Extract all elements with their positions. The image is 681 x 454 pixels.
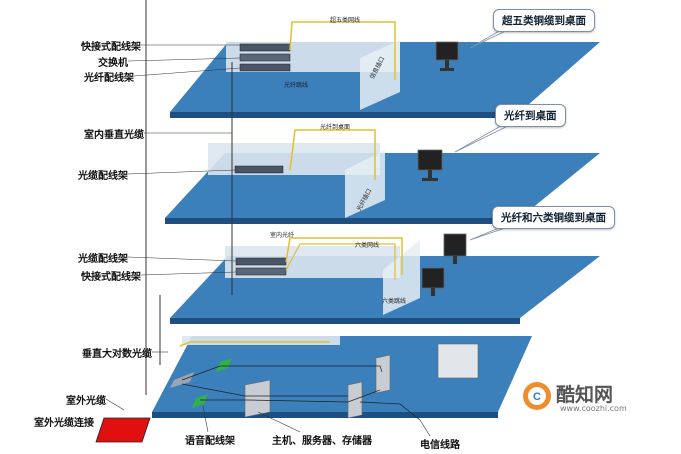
server-rack-2 <box>347 381 363 419</box>
voice-rack-2 <box>192 394 208 408</box>
label-fast-patch-3: 快接式配线架 <box>81 272 141 283</box>
monitor-3b <box>421 267 445 289</box>
tiny-cat5-cable: 超五类网线 <box>330 17 361 24</box>
label-fast-patch-top: 快接式配线架 <box>81 42 141 53</box>
ground-wall <box>182 336 340 345</box>
label-outdoor-cable: 室外光缆 <box>66 396 106 407</box>
ground-edge <box>152 412 498 418</box>
watermark-text: 酷知网 <box>556 384 614 406</box>
floor-3 <box>170 233 600 324</box>
ground-cable-d <box>200 389 381 403</box>
fiber-rack-2 <box>234 165 284 174</box>
label-switch: 交换机 <box>98 58 128 69</box>
ground-cable-a <box>179 341 330 347</box>
label-voice-rack: 语音配线架 <box>185 436 235 447</box>
label-servers: 主机、服务器、存储器 <box>272 436 372 447</box>
leader-lines <box>105 44 241 411</box>
label-telecom: 电信线路 <box>420 440 460 451</box>
floor-1 <box>170 21 600 118</box>
label-fiber-rack-top: 光纤配线架 <box>84 73 134 84</box>
tiny-indoor-fiber: 室内光纤 <box>270 232 295 239</box>
outdoor-connect-box <box>95 417 151 443</box>
server-rack-3 <box>375 354 391 394</box>
monitor-1 <box>435 41 459 61</box>
watermark-icon: C <box>523 382 551 410</box>
server-rack-1 <box>244 379 271 418</box>
floor-3-edge <box>170 318 520 324</box>
callout-floor3: 光纤和六类铜缆到桌面 <box>492 206 615 229</box>
ground-cable-c <box>181 383 348 397</box>
monitor-3a <box>443 233 467 257</box>
watermark-url: www.coozhi.com <box>560 404 627 413</box>
label-outdoor-connect: 室外光缆连接 <box>34 418 94 429</box>
voice-rack-1 <box>216 358 232 372</box>
callout-floor1: 超五类铜缆到桌面 <box>493 9 595 32</box>
label-vertical-large: 垂直大对数光缆 <box>82 349 152 360</box>
floor-1-partition <box>360 40 400 110</box>
svg-text:C: C <box>533 391 541 403</box>
floor-1-edge <box>170 112 520 118</box>
switch-rack-a <box>239 43 291 52</box>
tiny-fiber-jumper: 光纤跳线 <box>284 82 309 89</box>
ground-floor <box>95 336 532 443</box>
ground-cable-b <box>181 365 383 381</box>
storage-array <box>437 343 479 379</box>
label-cable-rack-3: 光缆配线架 <box>78 254 128 265</box>
ground-cable-e <box>359 401 421 421</box>
label-indoor-vertical: 室内垂直光缆 <box>84 130 144 141</box>
floor-3-cable-a <box>285 237 403 275</box>
switch-rack-b <box>239 53 291 62</box>
floor-3-partition <box>383 240 420 315</box>
tiny-cat6-cable-top: 六类网线 <box>355 242 380 249</box>
patch-rack-3a <box>235 257 287 266</box>
tiny-fiber-to-desk: 光纤到桌面 <box>320 124 351 131</box>
floor-1-cable <box>289 21 396 80</box>
switch-rack-c <box>239 63 291 72</box>
floor-2-edge <box>165 218 520 224</box>
floor-2-cable <box>289 129 376 180</box>
patch-rack-3b <box>235 267 287 276</box>
bottom-leader-lines <box>202 405 431 437</box>
floor-3-cable-b <box>285 243 396 280</box>
callout-floor2: 光纤到桌面 <box>495 104 566 127</box>
monitor-2 <box>417 149 443 171</box>
floor-2 <box>165 129 600 224</box>
label-cable-rack-2: 光缆配线架 <box>78 171 128 182</box>
tiny-cat6-cable-bottom: 六类跳线 <box>382 298 407 305</box>
